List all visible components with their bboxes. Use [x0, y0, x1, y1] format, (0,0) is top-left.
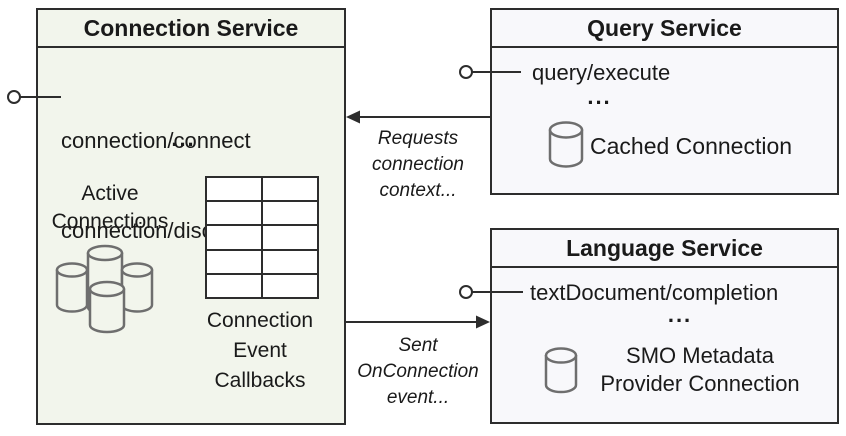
- arrow-sent-onconnection-event: [346, 315, 490, 329]
- table-cell: [262, 201, 318, 226]
- method-connection-connect: connection/connect: [61, 128, 251, 153]
- language-methods-ellipsis: ...: [667, 302, 693, 327]
- table-cell: [206, 225, 262, 250]
- table-cell: [262, 177, 318, 202]
- method-textdocument-completion: textDocument/completion: [530, 280, 779, 305]
- table-cell: [262, 225, 318, 250]
- method-query-execute: query/execute: [532, 60, 671, 85]
- query-service-box: Query Service: [490, 8, 839, 195]
- query-service-title: Query Service: [492, 10, 837, 48]
- edge-label-sent-onconnection-event: Sent OnConnection event...: [357, 335, 479, 408]
- cached-connection-label: Cached Connection: [590, 133, 793, 159]
- table-cell: [262, 273, 318, 298]
- language-service-box: Language Service: [490, 228, 839, 424]
- active-connections-label: Active Connections: [51, 182, 169, 233]
- table-cell: [262, 249, 318, 274]
- table-cell: [206, 177, 262, 202]
- callback-table: [205, 176, 319, 299]
- smo-metadata-provider-label: SMO Metadata Provider Connection: [600, 343, 800, 396]
- language-service-title: Language Service: [492, 230, 837, 268]
- table-cell: [206, 249, 262, 274]
- table-cell: [206, 273, 262, 298]
- connection-event-callbacks-label: Connection Event Callbacks: [206, 309, 314, 392]
- active-connections-icon: [55, 244, 154, 334]
- cached-connection-database-icon: [548, 121, 584, 168]
- smo-metadata-database-icon: [544, 347, 578, 394]
- connection-methods-ellipsis: ...: [171, 126, 196, 151]
- query-methods-ellipsis: ...: [587, 84, 612, 109]
- edge-label-requests-connection-context: Requests connection context...: [372, 128, 464, 201]
- connection-service-title: Connection Service: [38, 10, 344, 48]
- table-cell: [206, 201, 262, 226]
- arrow-requests-connection-context: [346, 110, 490, 124]
